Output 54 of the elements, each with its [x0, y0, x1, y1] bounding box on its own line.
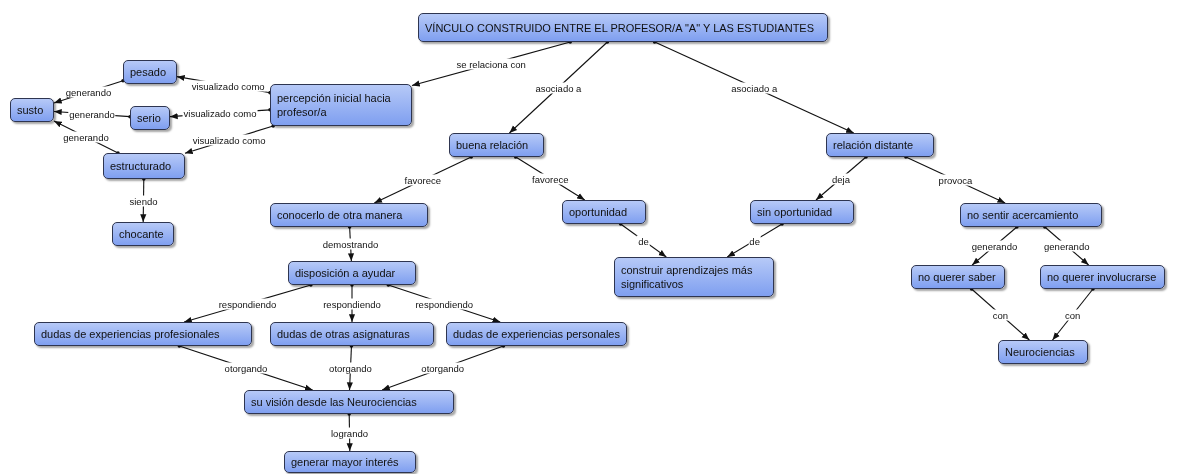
concept-box: dudas de otras asignaturas: [270, 322, 434, 346]
concept-box: percepción inicial hacia profesor/a: [270, 84, 412, 126]
arrow: [1051, 287, 1095, 341]
concept-box: generar mayor interés: [284, 451, 416, 473]
edge-label: logrando: [330, 427, 369, 438]
concept-box: conocerlo de otra manera: [270, 203, 428, 227]
arrow: [508, 40, 610, 134]
edge-label: generando: [970, 240, 1019, 252]
edge-label: generando: [64, 86, 113, 98]
concept-box: disposición a ayudar: [288, 261, 416, 285]
arrow: [726, 222, 784, 258]
concept-box: buena relación: [449, 133, 544, 157]
edge-label: otorgando: [223, 362, 269, 374]
edge-label: asociado a: [730, 82, 779, 93]
edge-label: demostrando: [321, 238, 380, 250]
concept-box: susto: [10, 98, 54, 122]
edge-label: de: [748, 235, 761, 246]
edge-label: siendo: [128, 195, 159, 206]
edge-label: favorece: [403, 174, 442, 186]
edge-label: se relaciona con: [455, 58, 527, 70]
edge-label: asociado a: [534, 82, 583, 93]
concept-box: dudas de experiencias personales: [446, 322, 627, 346]
edge-label: respondiendo: [322, 298, 382, 309]
edge-label: visualizado como: [182, 107, 258, 119]
concept-box: estructurado: [103, 153, 185, 179]
edge-label: de: [637, 235, 650, 246]
concept-box: serio: [130, 106, 170, 130]
concept-box: VÍNCULO CONSTRUIDO ENTRE EL PROFESOR/A "A" Y LAS ESTUDIANTES: [418, 13, 828, 42]
concept-box: relación distante: [826, 133, 934, 157]
edge-label: deja: [831, 173, 851, 184]
edge-label: con: [1064, 309, 1082, 320]
concept-box: oportunidad: [562, 200, 646, 224]
edge-label: generando: [62, 131, 110, 143]
edge-label: con: [991, 309, 1010, 320]
concept-box: chocante: [112, 222, 174, 246]
concept-box: Neurociencias: [998, 340, 1088, 364]
edge-label: provoca: [937, 174, 974, 186]
edge-label: visualizado como: [191, 134, 267, 146]
concept-box: sin oportunidad: [750, 200, 854, 224]
edge-label: favorece: [531, 173, 570, 184]
concept-box: dudas de experiencias profesionales: [34, 322, 252, 346]
concept-box: no querer involucrarse: [1040, 265, 1165, 289]
edge-label: generando: [1043, 240, 1091, 252]
concept-box: su visión desde las Neurociencias: [244, 390, 454, 414]
edge-label: otorgando: [420, 362, 466, 374]
concept-box: no querer saber: [911, 265, 1005, 289]
concept-box: no sentir acercamiento: [960, 203, 1102, 227]
edge-label: otorgando: [328, 362, 373, 374]
edge-label: respondiendo: [217, 298, 278, 309]
edge-label: generando: [68, 108, 116, 120]
concept-box: construir aprendizajes más significativos: [614, 257, 774, 297]
concept-box: pesado: [123, 60, 177, 84]
edge-label: respondiendo: [414, 298, 475, 309]
edge-label: visualizado como: [190, 80, 266, 91]
